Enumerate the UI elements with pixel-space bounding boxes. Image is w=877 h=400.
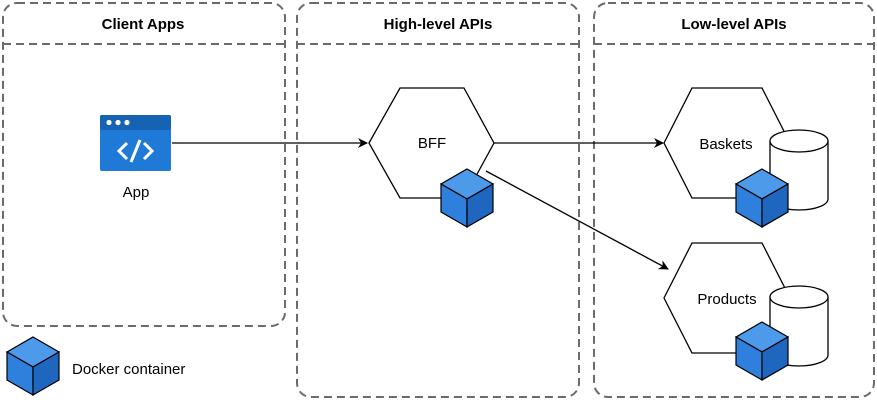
panel-low-level-apis: Low-level APIs [593, 2, 875, 398]
legend: Docker container [6, 336, 185, 396]
baskets-node: Baskets [663, 87, 829, 228]
bff-hexagon [368, 87, 495, 199]
edge-bff-to-products [485, 170, 669, 270]
app-window-icon [100, 115, 171, 171]
products-database-icon [769, 285, 829, 367]
products-node: Products [663, 242, 829, 381]
panel-client-apps: Client Apps [2, 2, 286, 327]
app-node: App [100, 115, 171, 201]
baskets-label: Baskets [699, 136, 752, 153]
panel-high-level-apis-title: High-level APIs [384, 16, 493, 33]
docker-container-icon [6, 336, 60, 396]
products-label: Products [697, 291, 756, 308]
bff-label: BFF [418, 135, 446, 152]
app-label: App [123, 184, 150, 201]
bff-node: BFF [368, 87, 495, 228]
panel-high-level-apis: High-level APIs [296, 2, 580, 398]
panel-low-level-apis-title: Low-level APIs [681, 16, 786, 33]
panel-client-apps-title: Client Apps [102, 16, 185, 33]
legend-docker-label: Docker container [72, 361, 185, 378]
